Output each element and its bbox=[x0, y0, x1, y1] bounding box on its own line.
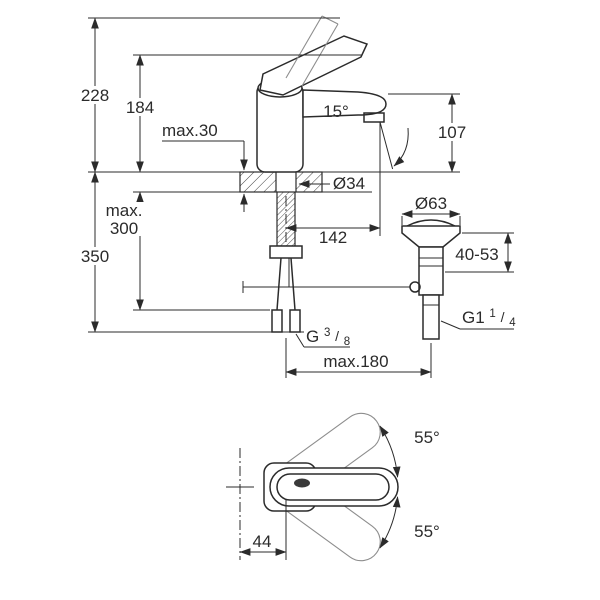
dim-hose-clearance-word: max. bbox=[106, 201, 143, 220]
supply-hose-left bbox=[276, 257, 282, 311]
handle-logo-dot bbox=[294, 478, 310, 488]
dim-spout-reach: 142 bbox=[285, 224, 381, 247]
dim-spout-height: 107 bbox=[388, 93, 471, 173]
waste-body bbox=[418, 246, 444, 296]
side-view: 228 184 max.30 15° 107 Ø34 bbox=[77, 15, 471, 378]
spout-aerator bbox=[363, 112, 385, 123]
dim-spout-height-label: 107 bbox=[438, 123, 466, 142]
leader-line bbox=[440, 320, 461, 330]
dim-handle-offset-label: 44 bbox=[253, 532, 272, 551]
hose-connector-left bbox=[271, 309, 283, 333]
waste-dome bbox=[406, 219, 456, 227]
dim-lever-height-label: 184 bbox=[126, 98, 154, 117]
label-backing bbox=[77, 86, 114, 104]
stream-angle-arrow bbox=[393, 127, 409, 167]
deck-left bbox=[239, 171, 277, 193]
leader-line bbox=[295, 333, 305, 348]
dim-flange-diameter: Ø63 bbox=[401, 194, 461, 225]
supply-thread: G 3 / 8 bbox=[295, 321, 350, 348]
stream-angle-label: 15° bbox=[323, 102, 349, 121]
dim-hose-clearance: max. 300 bbox=[102, 191, 270, 311]
top-view: 55° 55° 44 bbox=[226, 412, 440, 562]
popup-ball-joint bbox=[409, 281, 421, 293]
swivel-lower-label: 55° bbox=[414, 522, 440, 541]
hose-connector-right bbox=[289, 309, 301, 333]
handle-top-inner bbox=[276, 473, 390, 501]
swivel-arc-lower bbox=[379, 496, 401, 549]
faucet-body-group bbox=[256, 15, 409, 236]
dim-deck-thickness-label: max.30 bbox=[162, 121, 218, 140]
dim-flange-diameter-label: Ø63 bbox=[415, 194, 447, 213]
supply-hose-right bbox=[290, 257, 296, 311]
label-backing bbox=[122, 98, 159, 116]
label-backing bbox=[434, 123, 471, 141]
dim-waste-deck-range-label: 40-53 bbox=[455, 245, 498, 264]
dim-deck-thickness: max.30 bbox=[162, 121, 248, 212]
dim-spout-reach-label: 142 bbox=[319, 228, 347, 247]
dim-rod-reach-label: max.180 bbox=[323, 352, 388, 371]
swivel-upper-label: 55° bbox=[414, 428, 440, 447]
dim-hole-diameter: Ø34 bbox=[298, 174, 365, 193]
label-backing bbox=[102, 202, 146, 236]
deck-right bbox=[295, 171, 323, 193]
dim-hose-length-label: 350 bbox=[81, 247, 109, 266]
swivel-arc-upper bbox=[379, 425, 401, 478]
waste-assembly: Ø63 40-53 G1 1 / 4 bbox=[401, 194, 516, 340]
waste-thread-label: G1 1 / 4 bbox=[462, 302, 516, 329]
under-deck-group bbox=[242, 191, 410, 333]
dim-hole-diameter-label: Ø34 bbox=[333, 174, 365, 193]
waste-tailpiece bbox=[422, 294, 440, 340]
dim-rod-reach: max.180 bbox=[285, 338, 432, 378]
dim-waste-deck-range: 40-53 bbox=[445, 232, 514, 273]
dim-handle-offset: 44 bbox=[239, 500, 287, 560]
countertop bbox=[88, 171, 460, 193]
handle-top-outline bbox=[269, 467, 399, 507]
waste-flange bbox=[401, 225, 461, 248]
label-backing bbox=[77, 247, 114, 265]
dim-hose-clearance-value: 300 bbox=[110, 219, 138, 238]
water-stream-angled bbox=[379, 121, 394, 170]
dim-hose-length: 350 bbox=[77, 171, 304, 333]
mounting-nut bbox=[269, 245, 303, 259]
dim-overall-height-label: 228 bbox=[81, 86, 109, 105]
supply-thread-label: G 3 / 8 bbox=[306, 321, 350, 348]
waste-thread: G1 1 / 4 bbox=[440, 302, 516, 330]
dim-overall-height: 228 bbox=[77, 17, 340, 173]
dim-lever-height: 184 bbox=[122, 54, 362, 173]
